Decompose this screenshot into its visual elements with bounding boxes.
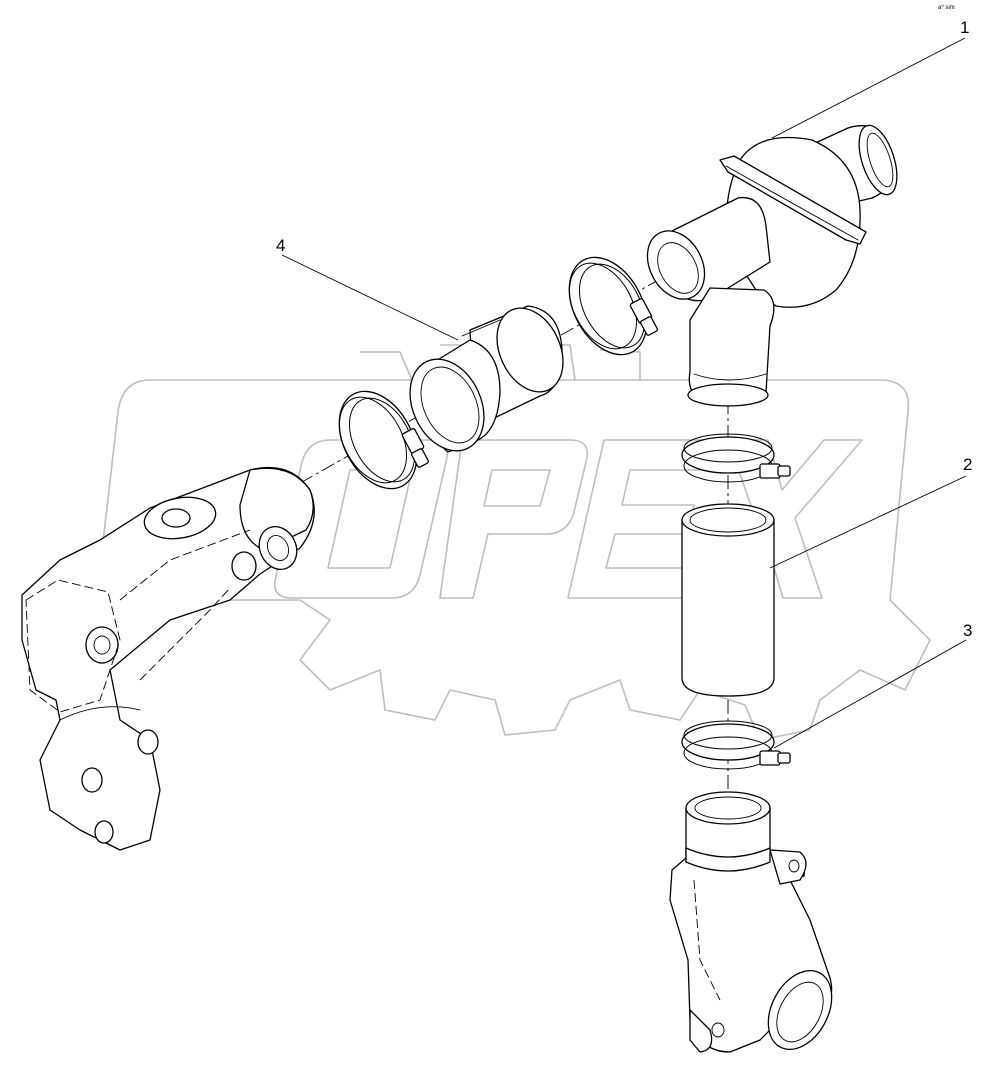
callout-2-number: 2 bbox=[963, 455, 972, 474]
hose-clamp-upper-diagonal bbox=[568, 256, 658, 356]
callout-2-leader bbox=[769, 475, 967, 569]
coolant-hose-straight bbox=[681, 503, 775, 697]
lower-outlet-pipe bbox=[669, 791, 833, 1053]
callout-4: 4 bbox=[276, 236, 459, 341]
callout-3-leader bbox=[773, 639, 967, 749]
callout-1-number: 1 bbox=[960, 18, 969, 37]
callout-3-number: 3 bbox=[963, 621, 972, 640]
hose-clamp-lower-vertical bbox=[681, 720, 791, 770]
callout-2: 2 bbox=[769, 455, 972, 569]
thermostat-housing bbox=[646, 124, 898, 407]
callout-3: 3 bbox=[773, 621, 972, 749]
callout-1: 1 bbox=[771, 18, 969, 139]
coolant-hose-stepped bbox=[409, 305, 564, 453]
callout-1-leader bbox=[771, 37, 966, 139]
callout-4-leader bbox=[281, 254, 459, 341]
hose-clamp-upper-vertical bbox=[681, 433, 791, 483]
watermark-gear-outline bbox=[98, 379, 931, 741]
hose-clamp-lower-diagonal bbox=[338, 390, 429, 490]
callout-4-number: 4 bbox=[276, 236, 285, 255]
engine-water-manifold bbox=[21, 466, 315, 851]
corner-label: a⁰ sim bbox=[938, 4, 955, 11]
watermark-letter-p bbox=[439, 439, 589, 599]
